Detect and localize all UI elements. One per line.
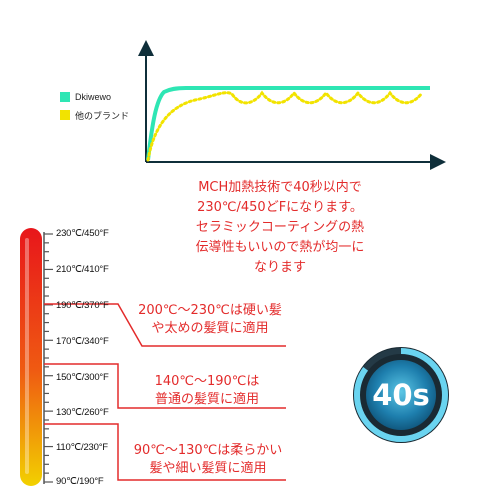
range-note-line: 90℃～130℃は柔らかい bbox=[133, 443, 283, 458]
legend-label-dkiwewo: Dkiwewo bbox=[75, 92, 112, 102]
badge-time-label: 40s bbox=[372, 378, 430, 412]
temperature-tick-label: 90℃/190°F bbox=[56, 476, 104, 487]
range-note-medium: 140℃～190℃は 普通の髪質に適用 bbox=[132, 373, 282, 409]
range-note-low: 90℃～130℃は柔らかい 髪や細い髪質に適用 bbox=[128, 442, 288, 478]
range-note-line: 髪や細い髪質に適用 bbox=[149, 461, 267, 476]
legend-swatch-dkiwewo bbox=[60, 92, 70, 102]
callout-lines bbox=[44, 303, 286, 481]
legend-item-other-brand: 他のブランド bbox=[60, 108, 129, 122]
legend-label-other-brand: 他のブランド bbox=[75, 110, 130, 121]
dkiwewo-curve bbox=[146, 86, 430, 161]
description-line: なります bbox=[253, 260, 306, 275]
range-note-high: 200℃～230℃は硬い髪 や太めの髪質に適用 bbox=[132, 302, 288, 338]
description-line: 230℃/450どFになります。 bbox=[197, 200, 363, 215]
other-brand-curve bbox=[146, 90, 424, 162]
temperature-tick-label: 170℃/340°F bbox=[56, 336, 109, 347]
legend-swatch-other-brand bbox=[60, 110, 70, 120]
temperature-tick-label: 210℃/410°F bbox=[56, 264, 109, 275]
range-note-line: 普通の髪質に適用 bbox=[154, 392, 259, 407]
temperature-tick-label: 110℃/230°F bbox=[56, 442, 108, 453]
description-line: MCH加熱技術で40秒以内で bbox=[198, 180, 362, 195]
temperature-tick-label: 230℃/450°F bbox=[56, 228, 109, 239]
legend-item-dkiwewo: Dkiwewo bbox=[60, 90, 111, 104]
graph-axes bbox=[138, 40, 446, 170]
range-note-line: や太めの髪質に適用 bbox=[151, 321, 269, 336]
description-line: 伝導性もいいので熱が均一に bbox=[195, 240, 365, 255]
range-note-line: 200℃～230℃は硬い髪 bbox=[138, 303, 282, 318]
description-line: セラミックコーティングの熱 bbox=[195, 220, 365, 235]
temperature-tick-label: 190℃/370°F bbox=[56, 300, 109, 311]
range-note-line: 140℃～190℃は bbox=[154, 374, 260, 389]
temperature-tick-label: 130℃/260°F bbox=[56, 407, 109, 418]
temperature-tick-label: 150℃/300°F bbox=[56, 372, 109, 383]
badge-40s bbox=[353, 347, 449, 443]
heating-description: MCH加熱技術で40秒以内で 230℃/450どFになります。 セラミックコーテ… bbox=[165, 178, 395, 278]
thermometer bbox=[20, 228, 53, 486]
